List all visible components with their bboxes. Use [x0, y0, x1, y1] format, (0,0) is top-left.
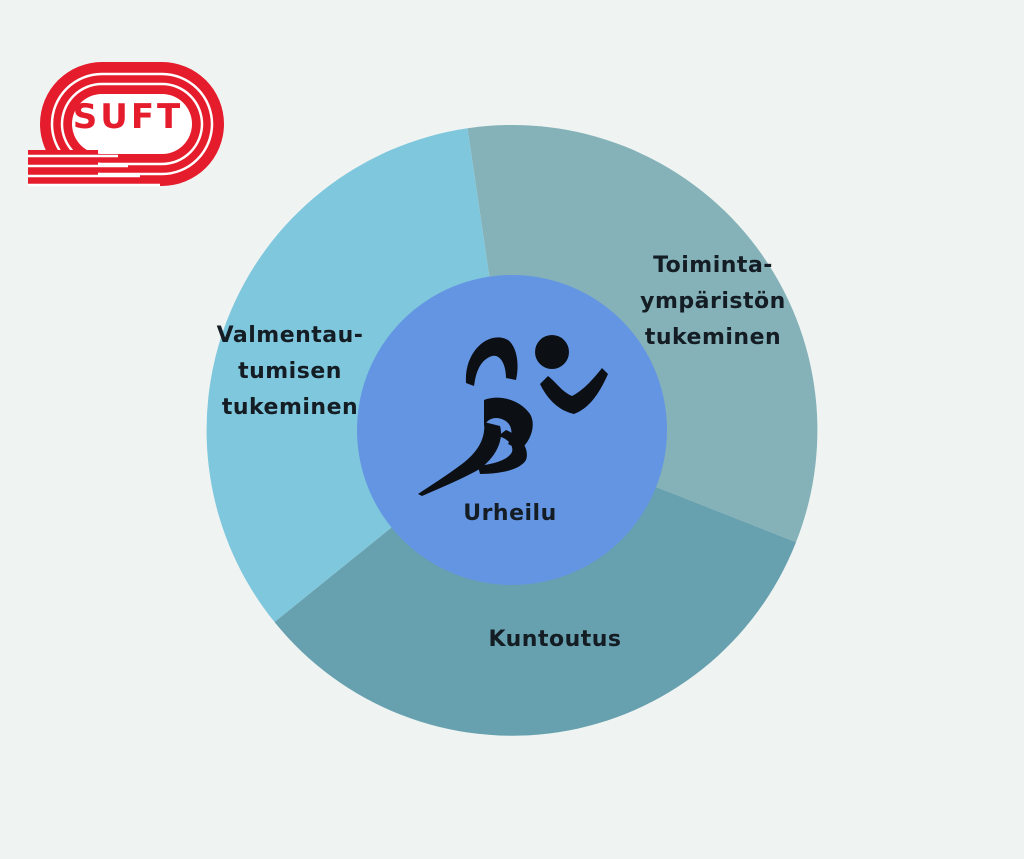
segment-label-toimintaymparisto: Toiminta- ympäristön tukeminen: [640, 253, 786, 350]
segment-label-valmentautuminen: Valmentau- tumisen tukeminen: [216, 323, 364, 420]
suft-logo: [28, 62, 224, 187]
runner-icon: [418, 335, 608, 496]
segment-label-kuntoutus: Kuntoutus: [488, 627, 622, 652]
segment-valmentautuminen: [206, 128, 512, 623]
center-label-urheilu: Urheilu: [463, 501, 557, 526]
logo-text: SUFT: [72, 97, 184, 137]
